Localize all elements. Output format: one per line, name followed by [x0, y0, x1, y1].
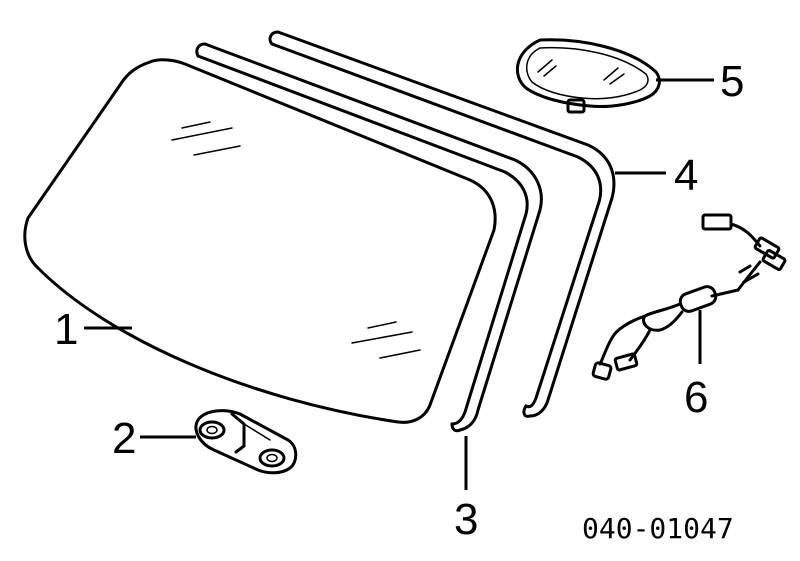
callout-1: 1	[54, 305, 78, 354]
windshield-molding-inner	[195, 42, 543, 433]
wiring-harness	[591, 213, 787, 381]
mirror-bracket	[194, 409, 298, 475]
leader-lines	[84, 78, 714, 490]
callout-4: 4	[674, 151, 698, 200]
windshield-molding-outer	[268, 30, 616, 418]
callout-6: 6	[684, 373, 708, 422]
windshield-glass	[23, 58, 497, 424]
diagram-code: 040-01047	[582, 512, 734, 545]
callout-5: 5	[720, 57, 744, 106]
rearview-mirror	[516, 38, 661, 114]
callout-3: 3	[454, 495, 478, 544]
callout-2: 2	[112, 414, 136, 463]
